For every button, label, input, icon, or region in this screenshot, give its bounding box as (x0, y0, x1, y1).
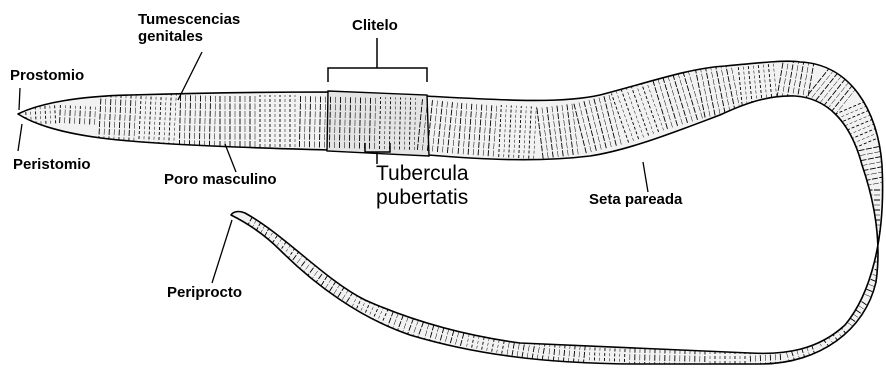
segment-stripe (684, 326, 685, 372)
label-tubercula-pubertatis: Tubercula pubertatis (376, 162, 469, 210)
label-seta-pareada: Seta pareada (589, 191, 682, 208)
segment-stripe (669, 325, 670, 372)
peristomio-pointer (18, 124, 22, 151)
label-clitelo: Clitelo (352, 17, 398, 34)
label-tubercula-line1: Tubercula (376, 162, 469, 186)
worm-body (18, 61, 883, 364)
segment-stripe (689, 326, 690, 372)
segment-stripe (840, 255, 886, 274)
label-periprocto: Periprocto (167, 284, 242, 301)
segment-stripe (838, 260, 886, 279)
segment-stripe (839, 256, 886, 265)
label-tumescencias-line2: genitales (138, 28, 240, 45)
segment-stripe (704, 326, 705, 372)
label-tubercula-line2: pubertatis (376, 186, 469, 210)
segment-stripe (699, 326, 700, 372)
segment-stripe (840, 251, 886, 260)
clitellum-band (327, 91, 429, 156)
segment-stripe (749, 326, 752, 372)
segment-stripe (777, 324, 793, 372)
label-poro-masculino: Poro masculino (164, 171, 277, 188)
periprocto-pointer (212, 220, 232, 283)
segment-stripe (674, 325, 675, 372)
segment-stripe (759, 325, 762, 372)
segment-stripe (779, 324, 782, 372)
prostomio-pointer (19, 88, 20, 110)
label-peristomio: Peristomio (13, 156, 91, 173)
segment-stripe (782, 322, 798, 371)
label-tumescencias-genitales: Tumescencias genitales (138, 11, 240, 45)
label-tumescencias-line1: Tumescencias (138, 11, 240, 28)
segment-stripe (694, 326, 695, 372)
segment-stripe (754, 326, 757, 372)
segment-stripe (679, 325, 680, 372)
clitelo-bracket (328, 38, 427, 82)
segment-stripe (842, 241, 886, 250)
segment-stripe (769, 325, 772, 372)
segment-stripe (841, 246, 886, 255)
segment-stripe (787, 320, 803, 369)
poro-masculino-pointer (225, 144, 236, 172)
label-prostomio: Prostomio (10, 67, 84, 84)
segment-stripe (774, 324, 777, 372)
segment-stripe (764, 325, 767, 372)
seta-pareada-pointer (643, 162, 648, 192)
